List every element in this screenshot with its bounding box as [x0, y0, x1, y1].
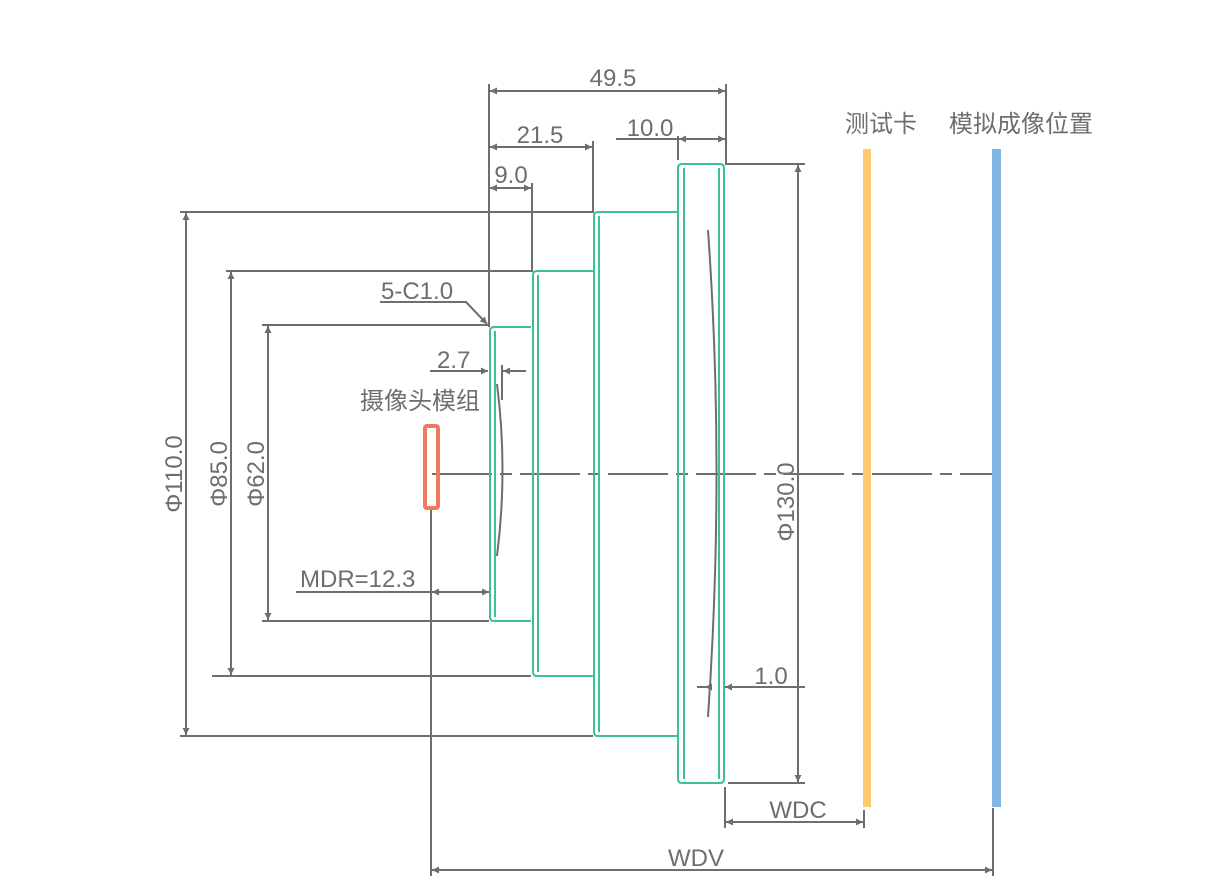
label-mdr: MDR=12.3 [300, 566, 415, 593]
label-test-card: 测试卡 [845, 110, 917, 138]
label-wdv: WDV [668, 845, 724, 872]
label-camera-module: 摄像头模组 [360, 387, 480, 415]
label-diameter-85: Φ85.0 [206, 441, 233, 507]
lens-body [489, 163, 725, 784]
label-2-7: 2.7 [437, 347, 470, 374]
image-plane-bar [992, 149, 1001, 807]
label-chamfer: 5-C1.0 [381, 278, 453, 305]
label-diameter-62: Φ62.0 [243, 441, 270, 507]
rear-lens-surface [707, 229, 718, 718]
label-sim-image-position: 模拟成像位置 [949, 110, 1093, 138]
label-diameter-130: Φ130.0 [773, 462, 800, 541]
label-diameter-110: Φ110.0 [161, 435, 188, 512]
label-21-5: 21.5 [517, 122, 564, 149]
front-lens-surface [496, 383, 504, 557]
label-10-0: 10.0 [627, 115, 674, 142]
label-1-0: 1.0 [754, 663, 787, 690]
test-card-bar [863, 149, 871, 807]
camera-sensor [423, 424, 440, 510]
label-wdc: WDC [769, 797, 826, 824]
label-9-0: 9.0 [494, 162, 527, 189]
label-49-5: 49.5 [590, 65, 637, 92]
